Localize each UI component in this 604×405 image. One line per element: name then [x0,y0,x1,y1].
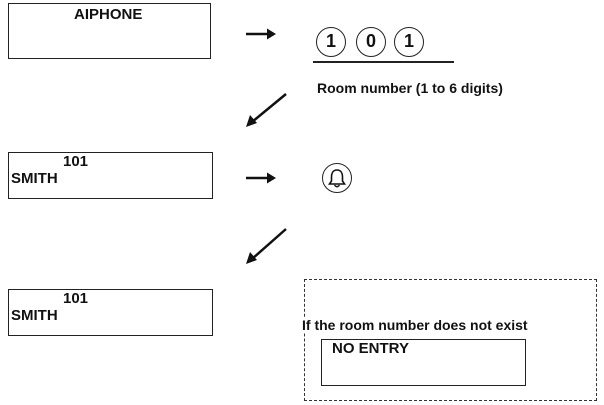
diagonal-arrow-icon [246,228,287,264]
call-button[interactable] [322,163,352,193]
display-text: AIPHONE [74,6,143,23]
display-name: SMITH [11,170,58,187]
display-smith-2: 101 SMITH [8,289,213,336]
digit-button-1[interactable]: 1 [316,27,346,57]
error-text: NO ENTRY [332,340,409,357]
no-entry-note-box [304,279,597,401]
display-room: 101 [63,153,89,170]
display-aiphone: AIPHONE [8,3,211,59]
display-room: 101 [63,290,89,307]
digits-underline [313,61,454,63]
display-no-entry: NO ENTRY [321,339,526,386]
digit-button-0[interactable]: 0 [356,27,386,57]
display-smith-1: 101 SMITH [8,152,213,199]
display-name: SMITH [11,307,58,324]
room-number-caption: Room number (1 to 6 digits) [317,80,503,96]
right-arrow-icon [246,28,276,40]
diagonal-arrow-icon [246,93,287,127]
right-arrow-icon [246,172,276,184]
bell-icon [328,169,346,188]
no-entry-note: If the room number does not exist [302,317,528,333]
digit-button-1b[interactable]: 1 [394,27,424,57]
